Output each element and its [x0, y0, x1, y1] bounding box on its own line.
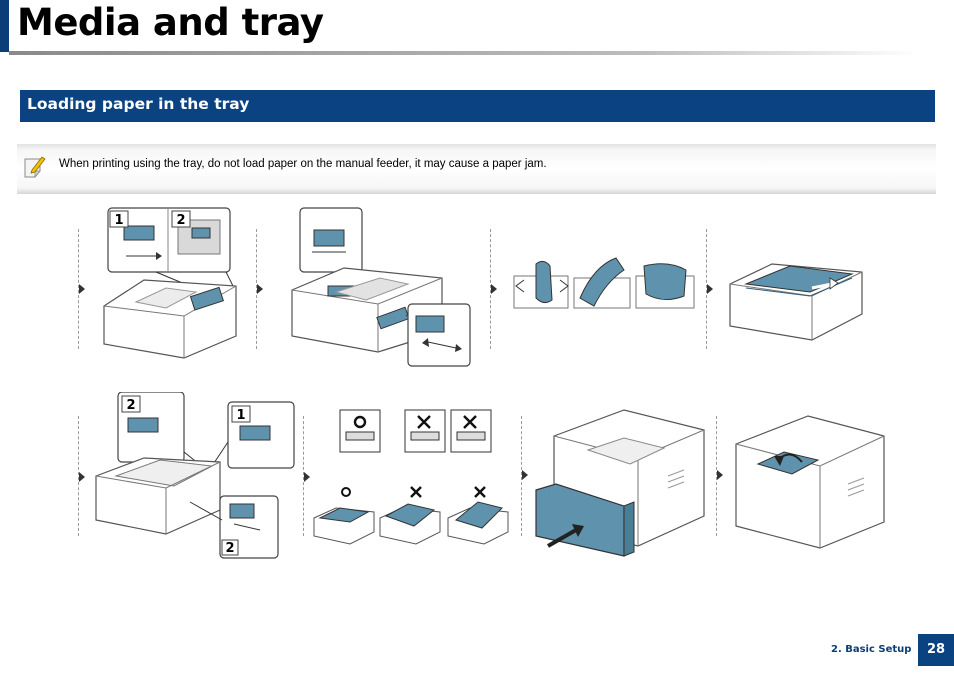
title-accent-bar [0, 0, 9, 52]
note-text: When printing using the tray, do not loa… [59, 158, 547, 170]
callout-2: 2 [126, 398, 135, 413]
step-divider [78, 416, 79, 536]
incorrect-x-icon [417, 415, 431, 429]
step-divider [256, 229, 257, 349]
callout-2: 2 [176, 213, 185, 228]
step-divider [78, 229, 79, 349]
step4-illustration [729, 263, 863, 341]
step3-illustration [513, 257, 695, 309]
incorrect-x-icon [463, 415, 477, 429]
step-arrow-icon [257, 284, 263, 294]
step-arrow-icon [304, 472, 310, 482]
title-rule [9, 51, 919, 55]
section-header: Loading paper in the tray [20, 90, 935, 122]
section-title: Loading paper in the tray [27, 95, 250, 113]
step-divider [490, 229, 491, 349]
incorrect-x-icon [474, 486, 486, 498]
step-arrow-icon [522, 470, 528, 480]
step-arrow-icon [717, 470, 723, 480]
correct-circle-icon [341, 487, 351, 497]
page-title: Media and tray [17, 1, 324, 44]
step-divider [303, 416, 304, 536]
step1-illustration: 1 2 [103, 207, 237, 359]
footer-chapter-label: 2. Basic Setup [831, 644, 912, 655]
step-divider [521, 416, 522, 536]
step5-illustration: 2 1 2 [95, 392, 295, 559]
step-divider [716, 416, 717, 536]
note-pencil-icon [24, 156, 46, 179]
step-arrow-icon [79, 472, 85, 482]
step6-illustration [313, 409, 509, 545]
note-box: When printing using the tray, do not loa… [17, 144, 936, 194]
step8-illustration [735, 415, 885, 549]
step-arrow-icon [491, 284, 497, 294]
callout-2: 2 [225, 541, 234, 556]
correct-circle-icon [353, 415, 367, 429]
step-arrow-icon [79, 284, 85, 294]
step7-illustration [535, 409, 705, 557]
step-divider [706, 229, 707, 349]
callout-1: 1 [114, 213, 123, 228]
callout-1: 1 [236, 408, 245, 423]
step2-illustration [291, 207, 471, 367]
step-arrow-icon [707, 284, 713, 294]
incorrect-x-icon [410, 486, 422, 498]
page-number: 28 [918, 634, 954, 666]
